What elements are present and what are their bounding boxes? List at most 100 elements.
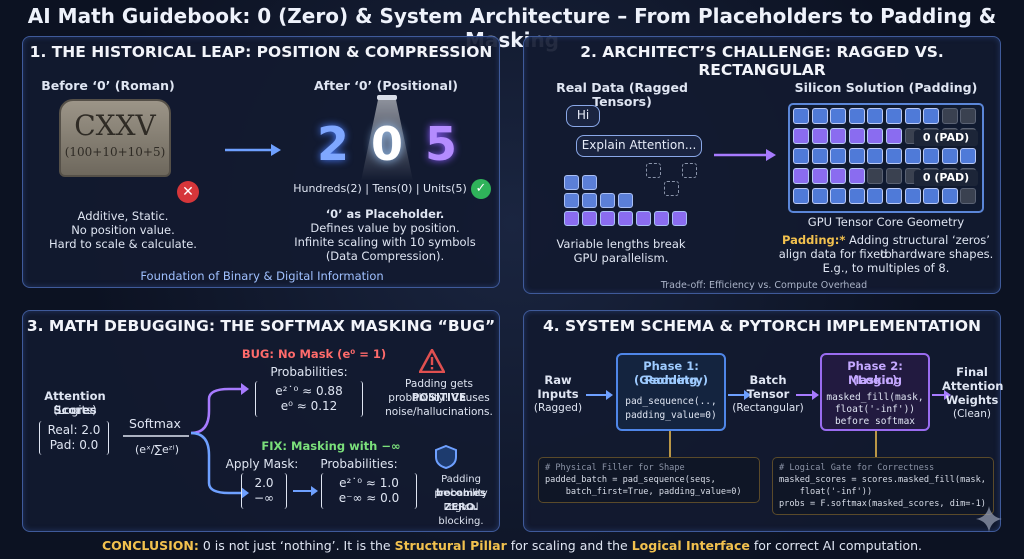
bug-title: BUG: No Mask (e⁰ = 1) xyxy=(241,347,387,361)
ragged-cell xyxy=(672,211,687,226)
code2-line-2: float('-inf')) xyxy=(779,487,873,497)
ragged-cell xyxy=(654,211,669,226)
bug-prob-label: Probabilities: xyxy=(270,365,348,379)
code1-line-2: batch_first=True, padding_value=0) xyxy=(545,487,742,497)
data-cell xyxy=(811,188,828,204)
ragged-cell xyxy=(564,193,579,208)
chat-bubble-short: Hi xyxy=(566,105,600,127)
padding-desc: Adding structural ‘zeros’ to xyxy=(849,233,990,261)
fix-prob-pad: e⁻∞ ≈ 0.0 xyxy=(338,491,400,505)
data-cell xyxy=(811,108,828,124)
data-cell xyxy=(793,108,809,124)
data-cell xyxy=(830,188,847,204)
after-line-1: Defines value by position. xyxy=(310,221,460,235)
fix-probability-matrix: e²˙⁰ ≈ 1.0 e⁻∞ ≈ 0.0 xyxy=(321,473,417,509)
data-cell xyxy=(941,188,958,204)
raw-inputs-3: (Ragged) xyxy=(533,402,583,414)
conclusion: CONCLUSION: 0 is not just ‘nothing’. It … xyxy=(0,538,1024,553)
bug-warning-strong: POSITIVE xyxy=(411,392,467,404)
phase2-code-1: masked_fill(mask, xyxy=(826,392,924,403)
data-cell xyxy=(848,168,865,184)
pad-score: Pad: 0.0 xyxy=(49,438,99,452)
spotlight-icon xyxy=(361,95,413,181)
data-cell xyxy=(830,148,847,164)
fix-prob-label: Probabilities: xyxy=(320,457,398,471)
gpu-tensor-grid: 0 (PAD) 0 (PAD) xyxy=(788,103,984,213)
code2-comment: # Logical Gate for Correctness xyxy=(779,463,935,473)
data-cell xyxy=(923,188,940,204)
data-cell xyxy=(830,108,847,124)
bug-prob-pad: e⁰ ≈ 0.12 xyxy=(280,399,338,413)
conclusion-part2: for scaling and the xyxy=(506,538,632,553)
data-cell xyxy=(830,168,847,184)
ragged-tensor-blocks xyxy=(564,163,697,237)
chat-bubble-long: Explain Attention... xyxy=(576,135,702,157)
phase1-title-2: (Geometry) xyxy=(633,373,709,387)
code2-line-1: masked_scores = scores.masked_fill(mask, xyxy=(779,475,986,485)
ragged-missing-cell xyxy=(682,163,697,178)
phase2-title-2: (Logic) xyxy=(852,373,898,387)
data-cell xyxy=(960,148,977,164)
batch-tensor-2: Tensor xyxy=(746,387,790,401)
data-cell xyxy=(811,128,828,144)
ragged-caption-line-1: Variable lengths break xyxy=(556,237,686,251)
panel-footer: Trade-off: Efficiency vs. Compute Overhe… xyxy=(660,280,868,291)
code-block-masking: # Logical Gate for Correctness masked_sco… xyxy=(772,457,994,515)
arrow-right-icon xyxy=(586,390,613,400)
ragged-cell xyxy=(564,175,579,190)
stone-tablet-icon: CXXV (100+10+10+5) xyxy=(59,99,171,177)
branch-arrows-icon xyxy=(190,383,249,499)
phase2-title-1: Phase 2: Masking xyxy=(847,359,903,387)
after-line-3: (Data Compression). xyxy=(325,249,445,263)
pad-label-1: 0 (PAD) xyxy=(914,130,978,146)
masked-score-matrix: 2.0 −∞ xyxy=(241,473,287,509)
pad-cell xyxy=(960,108,977,124)
arrow-right-icon xyxy=(225,144,281,156)
bug-warning-line-2: probability! Causes xyxy=(388,392,490,404)
after-line-2: Infinite scaling with 10 symbols xyxy=(294,235,476,249)
code1-comment: # Physical Filler for Shape xyxy=(545,463,685,473)
data-cell xyxy=(848,108,865,124)
phase2-box: Phase 2: Masking (Logic) masked_fill(mas… xyxy=(820,353,930,431)
data-cell xyxy=(867,148,884,164)
ragged-cell xyxy=(618,193,633,208)
bug-probability-matrix: e²˙⁰ ≈ 0.88 e⁰ ≈ 0.12 xyxy=(255,381,363,417)
before-label: Before ‘0’ (Roman) xyxy=(41,78,175,93)
roman-expansion: (100+10+10+5) xyxy=(64,145,166,159)
padding-line-3: E.g., to multiples of 8. xyxy=(822,261,950,275)
conclusion-lead: CONCLUSION: xyxy=(101,538,199,553)
before-line-3: Hard to scale & calculate. xyxy=(49,237,197,251)
ragged-cell xyxy=(600,211,615,226)
pad-cell xyxy=(867,168,884,184)
ragged-caption-line-2: GPU parallelism. xyxy=(573,251,669,265)
apply-mask-label: Apply Mask: xyxy=(225,457,299,471)
ragged-cell xyxy=(564,211,579,226)
data-cell xyxy=(886,128,902,144)
data-cell xyxy=(811,148,828,164)
place-values: Hundreds(2) | Tens(0) | Units(5) xyxy=(293,182,467,195)
shield-icon xyxy=(435,445,457,469)
after-title: ‘0’ as Placeholder. xyxy=(325,207,445,221)
ragged-missing-cell xyxy=(646,163,661,178)
panel-softmax-masking: 3. MATH DEBUGGING: THE SOFTMAX MASKING “… xyxy=(22,310,500,532)
pad-cell xyxy=(960,188,977,204)
page-title: AI Math Guidebook: 0 (Zero) & System Arc… xyxy=(27,4,997,52)
ragged-cell xyxy=(582,193,597,208)
arrow-right-icon xyxy=(293,486,318,496)
phase2-code-2: float('-inf')) xyxy=(834,404,916,415)
data-cell xyxy=(904,108,921,124)
grid-caption: GPU Tensor Core Geometry xyxy=(807,215,965,229)
data-cell xyxy=(848,128,865,144)
data-cell xyxy=(867,128,884,144)
data-cell xyxy=(793,128,809,144)
raw-inputs-1: Raw xyxy=(544,373,572,387)
phase1-title-1: Phase 1: Padding xyxy=(643,359,699,387)
digit-zero: 0 xyxy=(370,117,403,171)
warning-icon xyxy=(419,349,445,373)
pad-label-2: 0 (PAD) xyxy=(914,170,978,186)
ragged-cell xyxy=(600,193,615,208)
data-cell xyxy=(886,148,902,164)
sparkle-icon xyxy=(976,506,1002,532)
panel-historical-leap: 1. THE HISTORICAL LEAP: POSITION & COMPR… xyxy=(22,36,500,288)
data-cell xyxy=(793,188,809,204)
